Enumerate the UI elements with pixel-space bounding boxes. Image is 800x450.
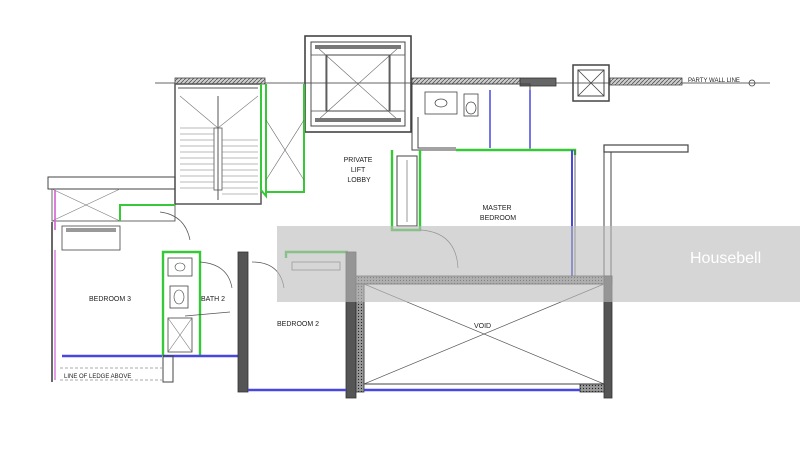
lift-car bbox=[304, 35, 412, 133]
party-wall-line: PARTY WALL LINE bbox=[155, 77, 770, 87]
bedroom-3: BEDROOM 3 LINE OF LEDGE ABOVE bbox=[47, 176, 191, 382]
basin bbox=[167, 257, 193, 277]
lift-lobby-label-line-2: LIFT bbox=[351, 167, 366, 174]
master-bath bbox=[411, 83, 577, 155]
toilet bbox=[169, 285, 189, 309]
gridline-marker-icon bbox=[748, 79, 756, 87]
lift-lobby-label: PRIVATE LIFT LOBBY bbox=[344, 157, 375, 184]
door-swing-bath-2 bbox=[199, 261, 233, 289]
void-label: VOID bbox=[474, 323, 491, 330]
master-bedroom-label: MASTER BEDROOM bbox=[480, 205, 516, 222]
lift-shaft-top bbox=[572, 64, 610, 102]
lift-lobby-label-line-1: PRIVATE bbox=[344, 157, 373, 164]
ledge-note-label: LINE OF LEDGE ABOVE bbox=[64, 374, 131, 380]
door-swing-bedroom-3 bbox=[159, 211, 191, 241]
lift-lobby: PRIVATE LIFT LOBBY bbox=[265, 84, 375, 193]
bedroom-3-label: BEDROOM 3 bbox=[89, 296, 131, 303]
party-wall-line-label: PARTY WALL LINE bbox=[688, 78, 740, 84]
watermark-text: Housebell bbox=[690, 250, 761, 267]
bath-2: BATH 2 bbox=[161, 250, 240, 383]
master-bedroom-label-line-1: MASTER bbox=[482, 205, 511, 212]
basin bbox=[424, 91, 458, 115]
bedroom-2-label: BEDROOM 2 bbox=[277, 321, 319, 328]
bath-2-label: BATH 2 bbox=[201, 296, 225, 303]
master-bedroom-label-line-2: BEDROOM bbox=[480, 215, 516, 222]
watermark-band: Housebell bbox=[277, 226, 800, 302]
staircase bbox=[174, 83, 267, 205]
toilet bbox=[463, 93, 479, 117]
lift-lobby-label-line-3: LOBBY bbox=[347, 177, 371, 184]
shower bbox=[167, 317, 193, 353]
